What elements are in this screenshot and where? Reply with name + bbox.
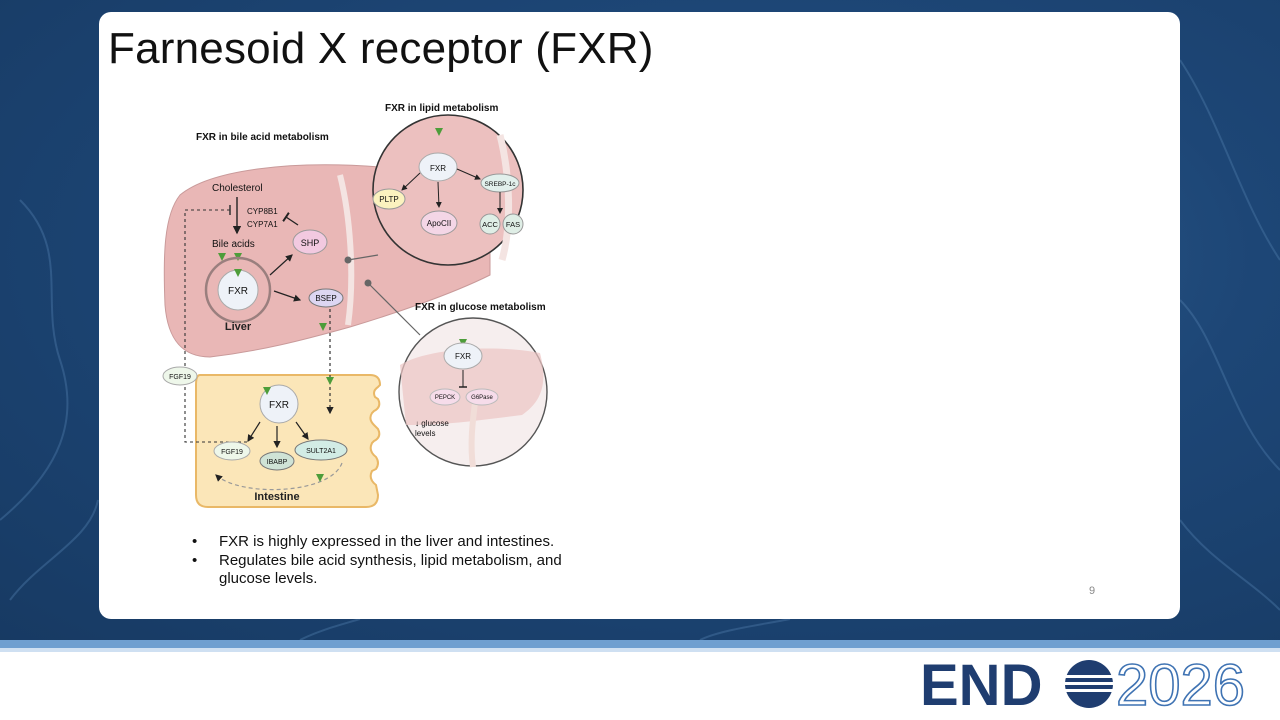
pepck-node bbox=[429, 388, 461, 406]
bullet-text: FXR is highly expressed in the liver and… bbox=[219, 533, 555, 550]
footer-stripe bbox=[0, 640, 1280, 648]
liver-fxr-label: FXR bbox=[228, 286, 248, 297]
fgf19-liver-label: FGF19 bbox=[169, 374, 191, 381]
fxr-diagram: FXR in bile acid metabolism FXR in lipid… bbox=[162, 103, 548, 508]
slide-title: Farnesoid X receptor (FXR) bbox=[108, 24, 654, 73]
bullet-item: • Regulates bile acid synthesis, lipid me… bbox=[192, 552, 612, 589]
fgf19-intestine-node bbox=[213, 441, 251, 461]
bsep-label: BSEP bbox=[315, 294, 336, 303]
glucose-fxr-node bbox=[443, 342, 483, 370]
fgf19-intestine-label: FGF19 bbox=[221, 449, 243, 456]
liver-label: Liver bbox=[225, 321, 252, 333]
bile-section-title: FXR in bile acid metabolism bbox=[196, 132, 329, 143]
bullet-text: Regulates bile acid synthesis, lipid met… bbox=[219, 551, 562, 588]
lipid-fxr-node bbox=[418, 152, 458, 182]
background-vessels bbox=[0, 59, 1280, 640]
shp-node bbox=[292, 229, 328, 255]
footer-stripe-light bbox=[0, 648, 1280, 652]
lipid-fxr-label: FXR bbox=[430, 164, 446, 173]
endo-2026-logo: END 2026 bbox=[920, 655, 1246, 715]
acc-label: ACC bbox=[482, 220, 498, 229]
pltp-label: PLTP bbox=[379, 195, 398, 204]
logo-year: 2026 bbox=[1116, 655, 1245, 715]
glucose-section-title: FXR in glucose metabolism bbox=[415, 302, 546, 313]
glucose-levels-label-line2: levels bbox=[415, 429, 435, 438]
page-number: 9 bbox=[1089, 585, 1096, 597]
logo-globe-icon bbox=[1065, 660, 1113, 708]
sult2a1-node bbox=[294, 439, 348, 461]
lipid-section-title: FXR in lipid metabolism bbox=[385, 103, 498, 114]
fgf19-liver-node bbox=[162, 366, 198, 386]
pepck-label: PEPCK bbox=[435, 395, 455, 401]
intestine-fxr-node bbox=[259, 384, 299, 424]
srebp1c-label: SREBP-1c bbox=[484, 181, 516, 188]
bullet-list: • FXR is highly expressed in the liver an… bbox=[192, 533, 612, 589]
ibabp-node bbox=[259, 451, 295, 471]
acc-node bbox=[479, 213, 501, 235]
bsep-node bbox=[308, 288, 344, 308]
cyp7a1-label: CYP7A1 bbox=[247, 220, 278, 229]
bullet-dot: • bbox=[192, 533, 198, 550]
intestine-fxr-label: FXR bbox=[269, 400, 289, 411]
sult2a1-label: SULT2A1 bbox=[306, 448, 336, 455]
glucose-levels-label-line1: ↓ glucose bbox=[415, 419, 449, 428]
pltp-node bbox=[372, 188, 406, 210]
fas-label: FAS bbox=[506, 220, 520, 229]
apocii-label: ApoCII bbox=[427, 219, 451, 228]
bullet-item: • FXR is highly expressed in the liver an… bbox=[192, 533, 612, 552]
apocii-node bbox=[420, 210, 458, 236]
logo-word: END bbox=[920, 655, 1042, 715]
bile-acids-label: Bile acids bbox=[212, 239, 255, 250]
bullet-dot: • bbox=[192, 551, 198, 569]
shp-label: SHP bbox=[301, 238, 320, 248]
cyp8b1-label: CYP8B1 bbox=[247, 207, 278, 216]
intestine-shape bbox=[195, 374, 382, 508]
cholesterol-label: Cholesterol bbox=[212, 183, 263, 194]
ibabp-label: IBABP bbox=[267, 459, 288, 466]
g6pase-label: G6Pase bbox=[471, 395, 493, 401]
g6pase-node bbox=[465, 388, 499, 406]
fas-node bbox=[502, 213, 524, 235]
glucose-fxr-label: FXR bbox=[455, 352, 471, 361]
intestine-label: Intestine bbox=[254, 491, 299, 503]
